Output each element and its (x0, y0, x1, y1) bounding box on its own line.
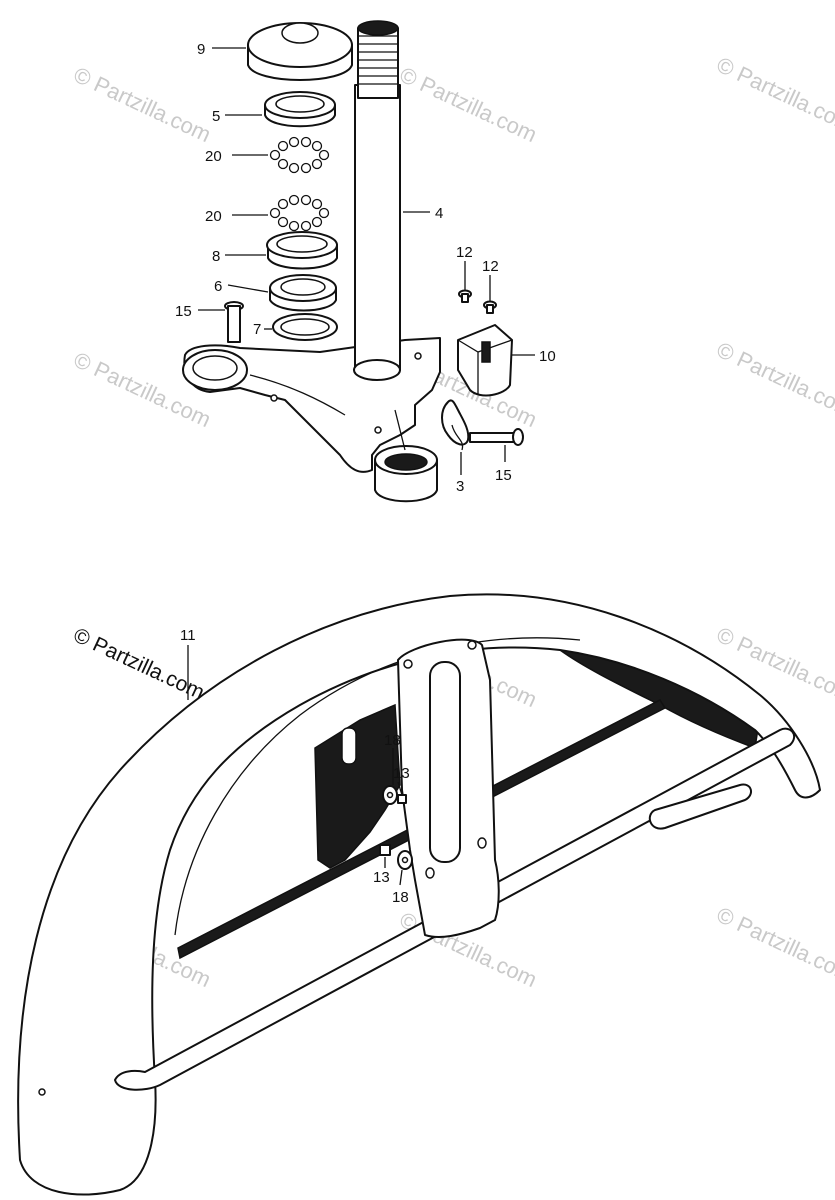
cable-holder-slot (481, 341, 491, 363)
steering-stem-assembly (182, 20, 524, 503)
cable-holder-edge (457, 339, 513, 395)
bridge-hole (414, 352, 422, 360)
front-fender-assembly (17, 593, 821, 1196)
bottom-cone-race-inner (280, 278, 326, 296)
callout-washer-lower: 18 (392, 889, 409, 906)
stem-tube-base (353, 359, 401, 381)
callout-upper-balls: 20 (205, 148, 222, 165)
bridge-hole (270, 394, 278, 402)
washer-upper (382, 785, 398, 805)
lower-steel-balls (269, 194, 330, 232)
stem-thread (357, 27, 399, 99)
callout-fender: 11 (180, 627, 196, 644)
callout-screw-a: 12 (456, 244, 473, 261)
fender-bracket-slot (429, 661, 461, 863)
lower-bearing-race-inner (276, 235, 328, 253)
fender-bracket-hole (403, 659, 413, 669)
steering-top-cap-bore (281, 22, 319, 44)
watermark-tile: © Partzilla.com (713, 52, 835, 137)
callout-nut-lower: 13 (373, 869, 390, 886)
nut-upper (397, 794, 407, 804)
fender-rod-handle (648, 783, 752, 830)
screw-b (483, 300, 497, 314)
upper-callouts: 9 5 20 4 20 8 6 15 7 12 12 10 3 15 (175, 41, 556, 495)
bolt-left (224, 301, 244, 343)
bridge-cable (249, 374, 406, 451)
callout-stem: 4 (435, 205, 443, 222)
lower-callouts: 11 18 13 13 18 (180, 627, 410, 906)
cable-clip-loop (451, 424, 464, 451)
callout-cone-race: 6 (214, 278, 222, 295)
screw-a (458, 289, 472, 303)
fender-inner-edge (174, 637, 581, 936)
lower-leaders (187, 645, 403, 886)
callout-washer-upper: 18 (384, 732, 401, 749)
callout-top-cap: 9 (197, 41, 205, 58)
stem-thread-lines (358, 35, 398, 85)
left-fork-clamp-hole (192, 355, 238, 381)
right-fork-clamp-bore (384, 453, 428, 471)
callout-screw-b: 12 (482, 258, 499, 275)
fender-bracket-hole (425, 867, 435, 879)
watermark-tile: © Partzilla.com (713, 337, 835, 422)
dust-seal-inner (280, 318, 330, 336)
callout-seal: 7 (253, 321, 261, 338)
callout-clip: 3 (456, 478, 464, 495)
fender-tail-rivet (38, 1088, 46, 1096)
nut-lower (379, 844, 391, 856)
callout-bolt-right: 15 (495, 467, 512, 484)
callout-cable-holder: 10 (539, 348, 556, 365)
upper-leaders (198, 47, 535, 475)
upper-bearing-race-inner (275, 95, 325, 113)
bolt-right (469, 428, 524, 446)
callout-upper-race: 5 (212, 108, 220, 125)
stem-tube (354, 84, 401, 371)
callout-lower-balls: 20 (205, 208, 222, 225)
watermark-tile: © Partzilla.com (396, 62, 541, 147)
upper-steel-balls (269, 136, 330, 174)
callout-bolt-left: 15 (175, 303, 192, 320)
fender-underside-left (314, 703, 401, 869)
washer-lower (397, 850, 413, 870)
watermark-tile: © Partzilla.com (70, 62, 215, 147)
callout-lower-race: 8 (212, 248, 220, 265)
fender-shell (17, 593, 821, 1196)
stem-top-face (357, 20, 399, 36)
callout-nut-upper: 13 (393, 765, 410, 782)
fender-bracket-hole (477, 837, 487, 849)
fender-bracket-hole (467, 640, 477, 650)
fender-inner-slot (341, 727, 357, 765)
cable-clip (441, 399, 470, 446)
bridge-hole (374, 426, 382, 434)
watermark-tile: © Partzilla.com (713, 902, 835, 987)
